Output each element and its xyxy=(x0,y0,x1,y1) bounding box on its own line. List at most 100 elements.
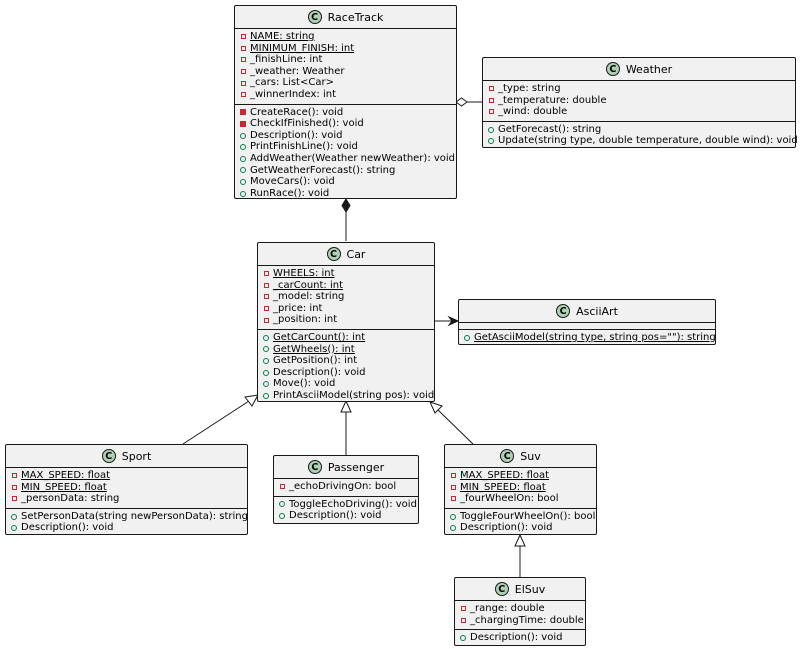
private-visibility-icon xyxy=(10,472,18,480)
relation-racetrack-car xyxy=(341,198,351,241)
field-row: _finishLine: int xyxy=(235,54,456,66)
field-row: MAX_SPEED: float xyxy=(6,470,247,482)
public-visibility-icon xyxy=(239,132,247,140)
method-row: Description(): void xyxy=(258,367,434,379)
field-text: _range: double xyxy=(470,603,545,614)
class-stereotype-icon: C xyxy=(556,304,571,318)
class-name: ElSuv xyxy=(514,582,546,596)
private-visibility-icon xyxy=(459,616,467,624)
private-visibility-icon xyxy=(239,79,247,87)
field-row: _wind: double xyxy=(483,106,795,118)
method-row: GetAsciiModel(string type, string pos=""… xyxy=(459,332,716,344)
field-row: _temperature: double xyxy=(483,95,795,107)
private-visibility-icon xyxy=(239,33,247,41)
class-name: Car xyxy=(346,247,366,261)
inheritance-triangle xyxy=(340,399,352,413)
field-row: WHEELS: int xyxy=(258,268,434,280)
field-row: _range: double xyxy=(455,603,585,615)
arrow-head xyxy=(447,315,460,327)
field-row: _price: int xyxy=(258,303,434,315)
method-row: Update(string type, double temperature, … xyxy=(483,135,798,147)
field-text: _temperature: double xyxy=(498,94,607,106)
method-text: MoveCars(): void xyxy=(250,176,335,188)
class-stereotype-icon: C xyxy=(605,62,620,76)
method-text: ToggleEchoDriving(): void xyxy=(289,498,417,510)
private-visibility-icon xyxy=(487,85,495,93)
class-name: Sport xyxy=(121,449,152,463)
method-row: PrintFinishLine(): void xyxy=(235,141,456,153)
private-visibility-icon xyxy=(487,96,495,104)
field-text: MIN_SPEED: float xyxy=(460,481,546,493)
method-row: PrintAsciiModel(string pos): void xyxy=(258,390,434,402)
field-text: _price: int xyxy=(273,302,323,314)
field-text: _finishLine: int xyxy=(250,54,323,66)
composition-diamond xyxy=(341,198,351,213)
method-row: Move(): void xyxy=(258,378,434,390)
field-row: NAME: string xyxy=(235,31,456,43)
method-row: GetForecast(): string xyxy=(483,124,795,136)
method-row: GetWeatherForecast(): string xyxy=(235,165,456,177)
method-text: GetAsciiModel(string type, string pos=""… xyxy=(474,332,716,343)
field-row: MIN_SPEED: float xyxy=(445,482,596,494)
field-text: _personData: string xyxy=(21,493,120,505)
public-visibility-icon xyxy=(239,166,247,174)
field-text: MAX_SPEED: float xyxy=(460,470,550,481)
field-text: MIN_SPEED: float xyxy=(21,481,107,493)
public-visibility-icon xyxy=(463,334,471,342)
method-row: SetPersonData(string newPersonData): str… xyxy=(6,511,248,523)
method-text: PrintAsciiModel(string pos): void xyxy=(273,389,435,401)
inheritance-triangle xyxy=(244,394,259,407)
field-row: _echoDrivingOn: bool xyxy=(274,481,418,493)
field-text: WHEELS: int xyxy=(273,268,335,279)
relation-car-asciiart xyxy=(434,315,460,327)
inheritance-triangle xyxy=(429,401,443,414)
private-visibility-icon xyxy=(239,68,247,76)
class-stereotype-icon: C xyxy=(307,460,322,474)
field-text: NAME: string xyxy=(250,31,315,42)
field-row: _winnerIndex: int xyxy=(235,89,456,101)
method-text: AddWeather(Weather newWeather): void xyxy=(250,152,456,164)
private-visibility-icon xyxy=(10,495,18,503)
method-row: Description(): void xyxy=(235,130,456,142)
method-row: GetCarCount(): int xyxy=(258,332,434,344)
private-visibility-icon xyxy=(459,605,467,613)
method-text: GetPosition(): int xyxy=(273,355,358,367)
methods-section: Description(): void xyxy=(455,629,585,647)
method-text: Description(): void xyxy=(289,510,382,522)
public-visibility-icon xyxy=(262,345,270,353)
public-visibility-icon xyxy=(449,524,457,532)
field-text: _cars: List<Car> xyxy=(250,77,334,89)
class-stereotype-icon: C xyxy=(326,247,341,261)
field-row: _personData: string xyxy=(6,493,247,505)
method-text: Update(string type, double temperature, … xyxy=(498,135,798,147)
method-text: PrintFinishLine(): void xyxy=(250,141,358,153)
field-text: _type: string xyxy=(498,83,561,94)
fields-section: _type: string_temperature: double_wind: … xyxy=(483,80,795,121)
method-row: ToggleFourWheelOn(): bool xyxy=(445,511,596,523)
public-visibility-icon xyxy=(10,524,18,532)
method-row: GetWheels(): int xyxy=(258,344,434,356)
method-row: MoveCars(): void xyxy=(235,176,456,188)
class-stereotype-icon: C xyxy=(500,449,515,463)
field-text: _weather: Weather xyxy=(250,65,345,77)
field-row: _type: string xyxy=(483,83,795,95)
private-visibility-icon xyxy=(239,91,247,99)
private-visibility-icon xyxy=(262,281,270,289)
public-visibility-icon xyxy=(239,155,247,163)
